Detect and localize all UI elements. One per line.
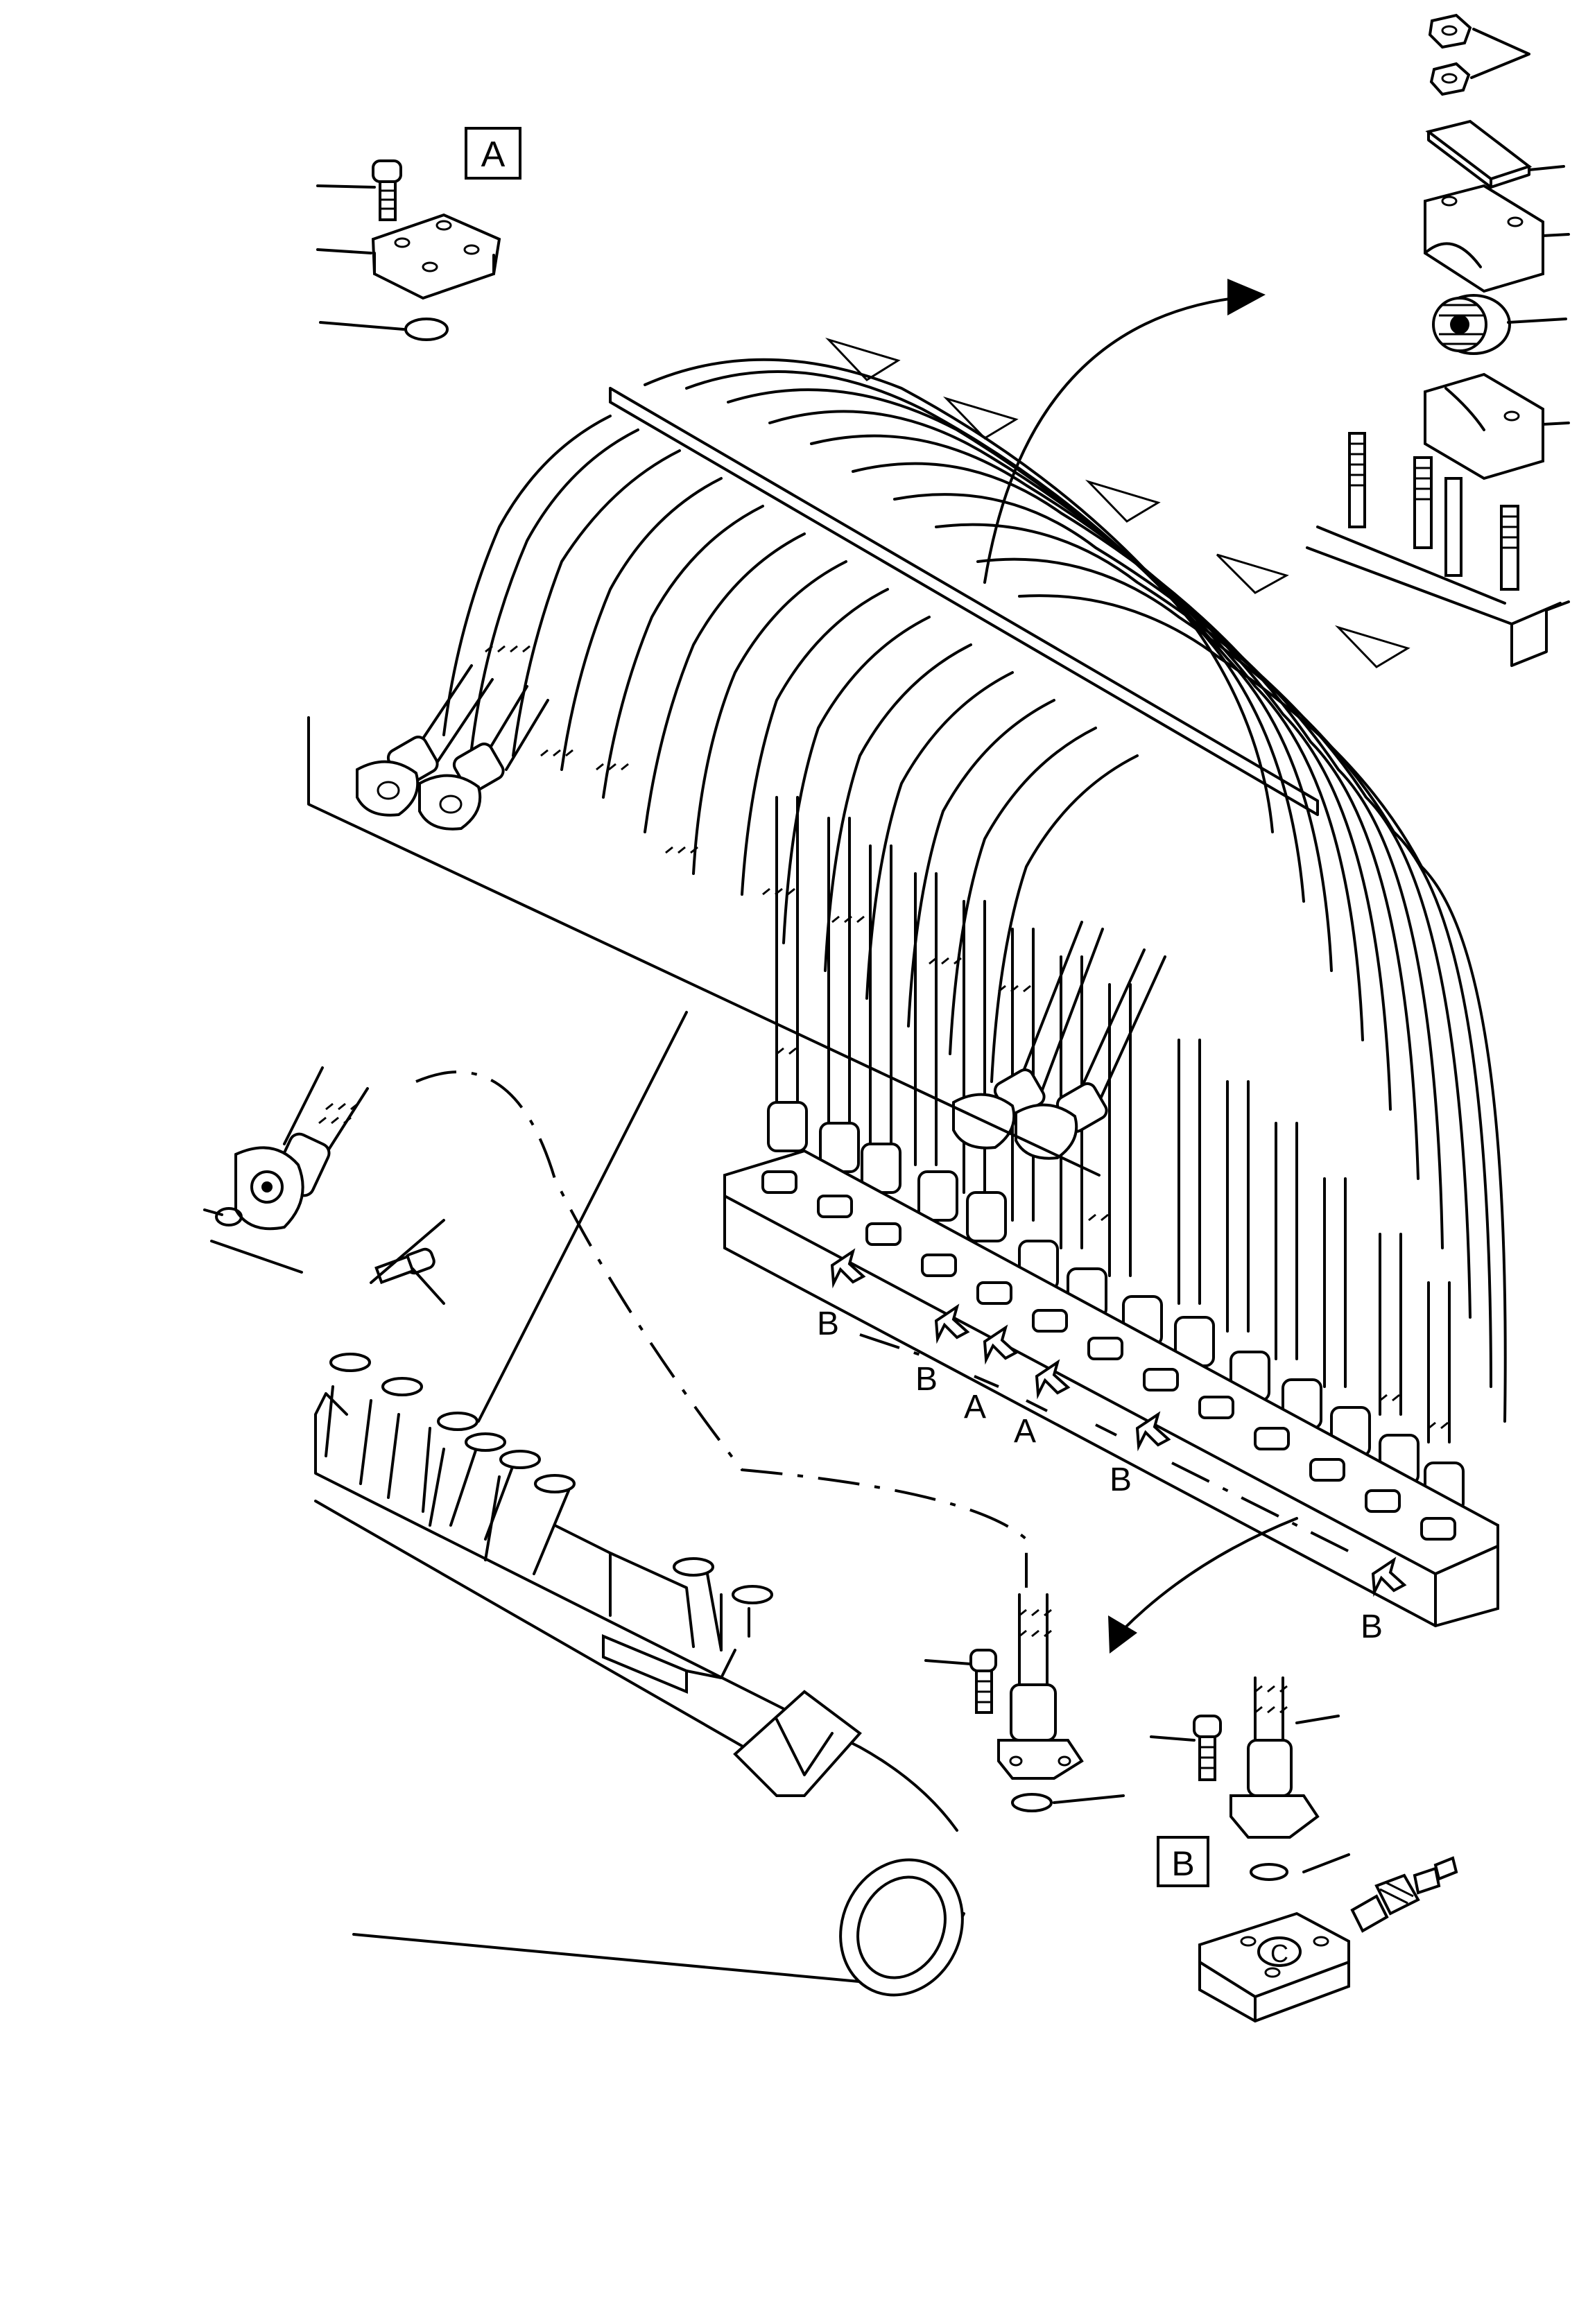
detail-a-o-ring xyxy=(404,318,449,341)
callout-b1: B xyxy=(817,1306,839,1342)
clamp-grommet xyxy=(1432,294,1511,355)
clamp-studs xyxy=(1348,432,1519,591)
center-flanges xyxy=(952,921,1166,1160)
detail-c-label: C xyxy=(1270,1939,1288,1968)
detail-a-group: A xyxy=(316,127,521,341)
detail-a-box xyxy=(465,127,521,180)
adapter-fitting xyxy=(1350,1856,1458,1933)
port-callouts: B B A A B B xyxy=(817,1248,1407,1645)
hose-braid-marks xyxy=(485,645,1449,1430)
arrow-to-clamp-detail xyxy=(983,279,1266,584)
dashed-routing-line xyxy=(415,1070,1028,1588)
detail-c-circle xyxy=(1257,1936,1302,1967)
detail-b-group: B C xyxy=(1150,1676,1458,2023)
detail-a-leaders xyxy=(316,184,405,331)
manifold-block xyxy=(723,1149,1499,1628)
lower-rail-assembly xyxy=(314,1353,965,1997)
callout-a2: A xyxy=(1014,1413,1036,1450)
detail-a-screw xyxy=(372,159,402,221)
arrow-to-detail-b xyxy=(1108,1517,1298,1654)
detail-b-hose-fitting xyxy=(924,1593,1125,1812)
clamp-exploded-view xyxy=(1306,13,1570,667)
upper-left-flanges xyxy=(356,664,549,831)
harness-section-line xyxy=(307,716,1101,1177)
callout-a1: A xyxy=(964,1389,986,1425)
callout-b2: B xyxy=(915,1361,938,1398)
detail-a-label: A xyxy=(481,135,506,175)
callout-b3: B xyxy=(1110,1462,1132,1498)
detail-b-box xyxy=(1157,1836,1209,1887)
detail-a-flange-plate xyxy=(371,213,501,300)
left-hose-flange-detail xyxy=(203,1066,445,1305)
callout-b4: B xyxy=(1361,1608,1383,1645)
detail-b-label: B xyxy=(1171,1844,1194,1883)
section-line-2 xyxy=(477,1011,688,1423)
hose-harness: B B A A B B xyxy=(356,337,1507,1645)
